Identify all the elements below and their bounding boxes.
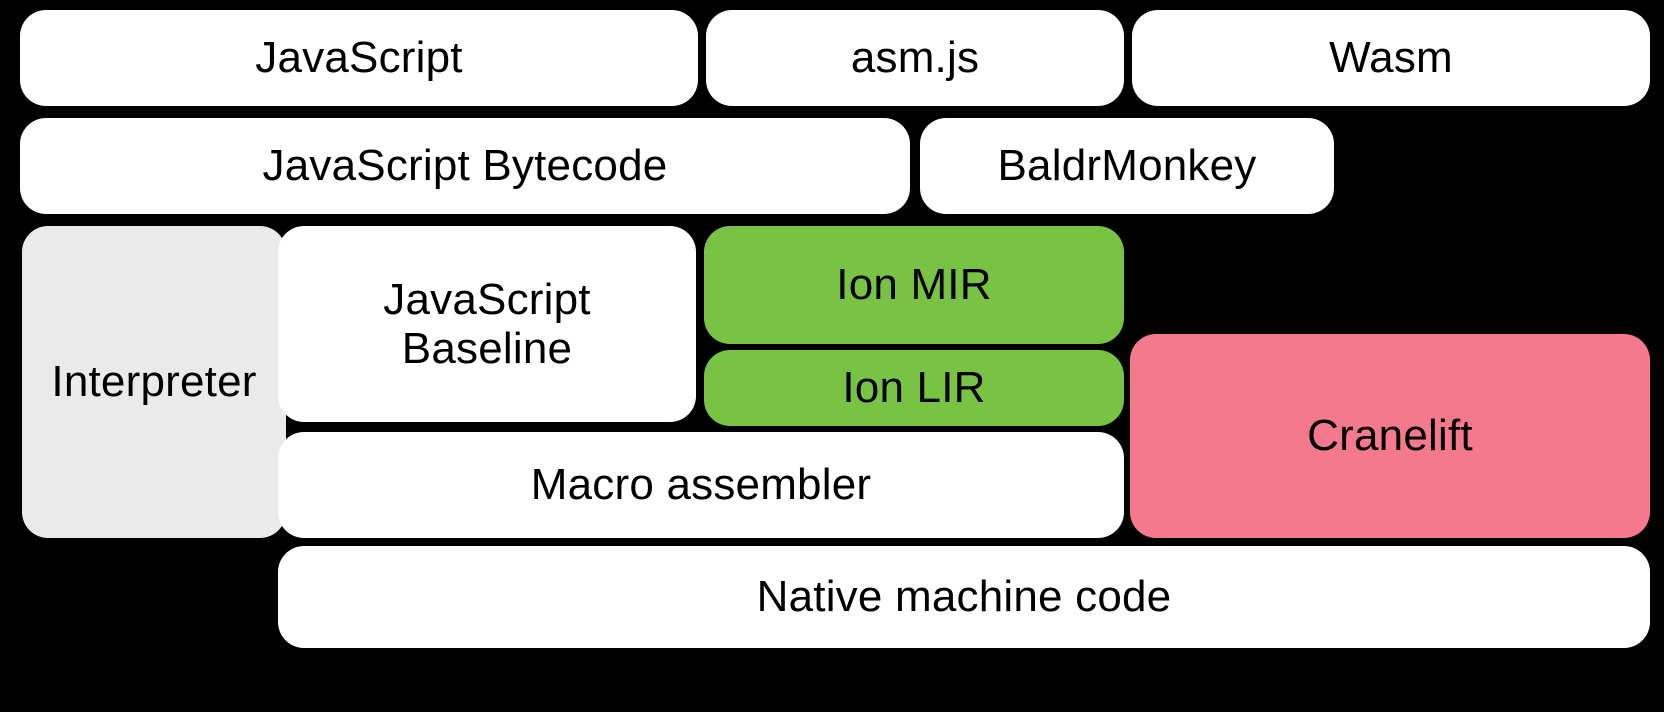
node-label-asm-js: asm.js: [850, 33, 980, 83]
node-javascript-bytecode[interactable]: JavaScript Bytecode: [20, 118, 910, 214]
node-label-native-machine-code: Native machine code: [756, 572, 1172, 622]
node-baldrmonkey[interactable]: BaldrMonkey: [920, 118, 1334, 214]
node-native-machine-code[interactable]: Native machine code: [278, 546, 1650, 648]
node-cranelift[interactable]: Cranelift: [1130, 334, 1650, 538]
node-ion-mir[interactable]: Ion MIR: [704, 226, 1124, 344]
node-interpreter[interactable]: Interpreter: [22, 226, 286, 538]
node-label-javascript: JavaScript: [255, 33, 463, 83]
node-label-cranelift: Cranelift: [1307, 411, 1473, 461]
node-label-ion-lir: Ion LIR: [842, 363, 986, 413]
node-asm-js[interactable]: asm.js: [706, 10, 1124, 106]
node-label-macro-assembler: Macro assembler: [530, 460, 872, 510]
node-label-javascript-baseline: JavaScript Baseline: [383, 274, 591, 373]
node-javascript-baseline[interactable]: JavaScript Baseline: [278, 226, 696, 422]
node-label-wasm: Wasm: [1329, 33, 1453, 83]
node-label-interpreter: Interpreter: [51, 357, 257, 407]
node-ion-lir[interactable]: Ion LIR: [704, 350, 1124, 426]
node-label-baldrmonkey: BaldrMonkey: [997, 141, 1257, 191]
node-label-ion-mir: Ion MIR: [836, 260, 992, 310]
node-label-javascript-bytecode: JavaScript Bytecode: [262, 141, 668, 191]
node-javascript[interactable]: JavaScript: [20, 10, 698, 106]
node-macro-assembler[interactable]: Macro assembler: [278, 432, 1124, 538]
node-wasm[interactable]: Wasm: [1132, 10, 1650, 106]
